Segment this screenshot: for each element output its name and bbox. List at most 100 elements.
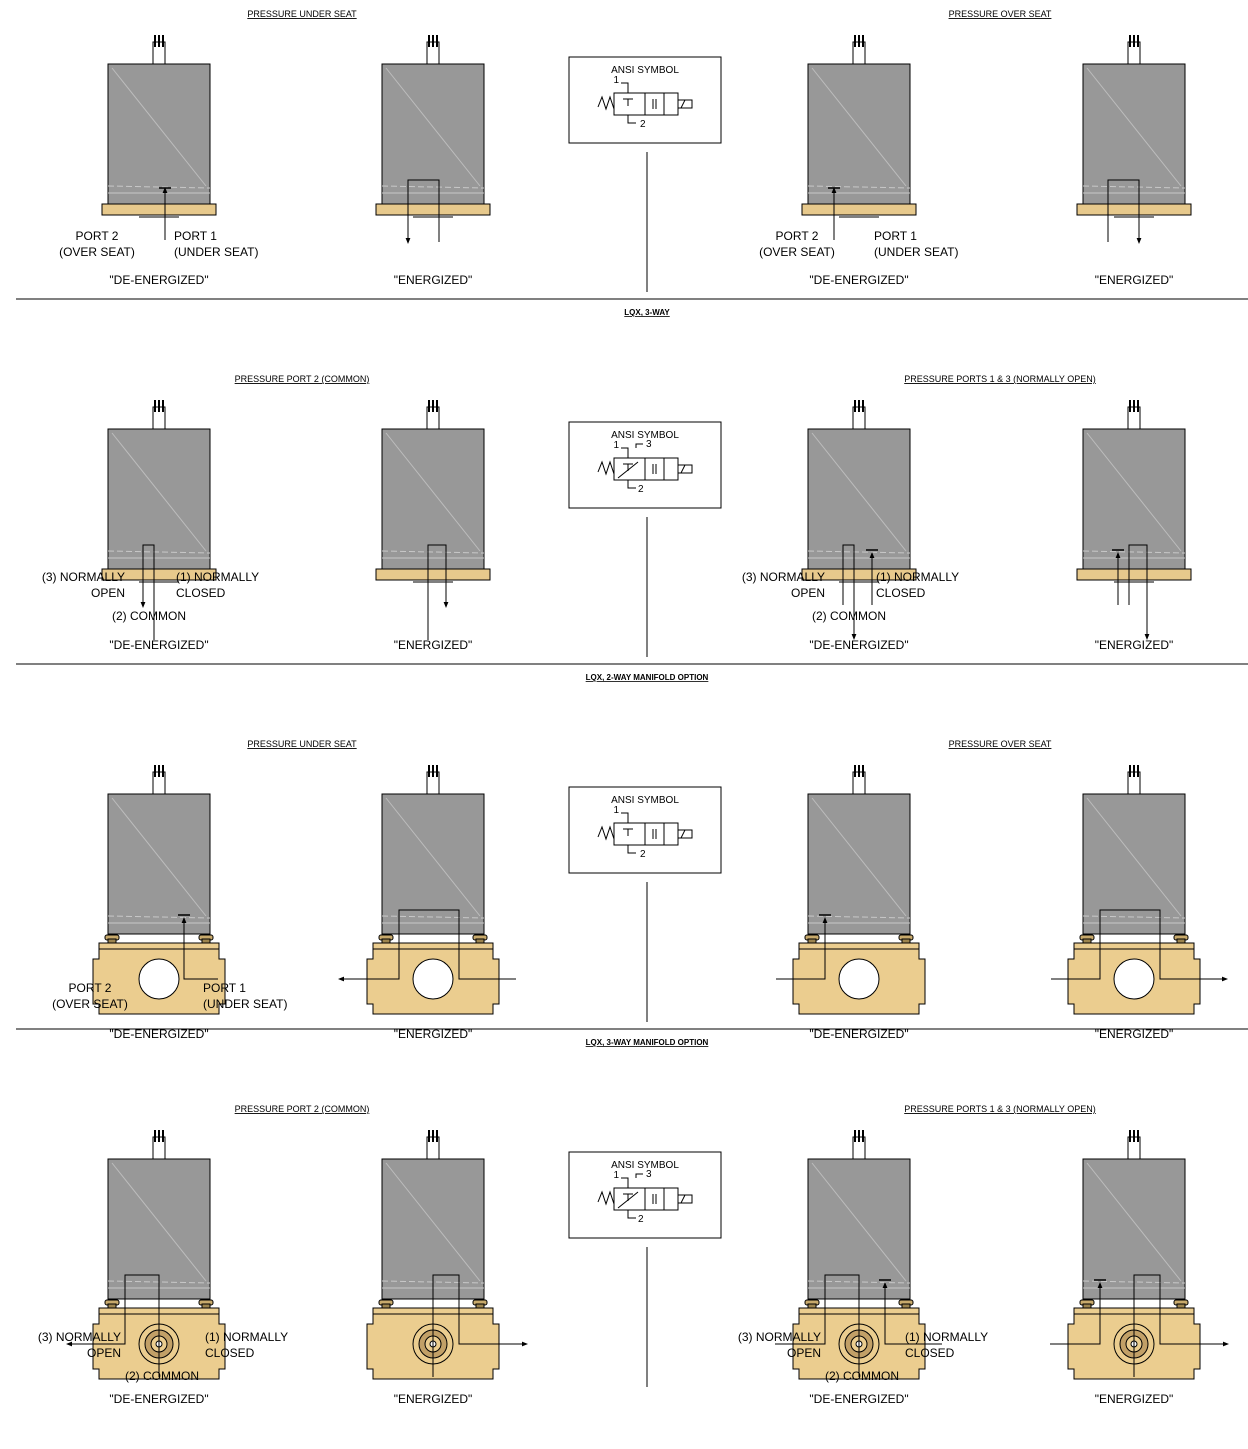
valve-base bbox=[1076, 203, 1192, 216]
flow-arrow bbox=[882, 1282, 942, 1345]
port-label: OPEN bbox=[791, 586, 825, 600]
port-label: (UNDER SEAT) bbox=[174, 245, 258, 259]
manifold-gasket bbox=[98, 942, 220, 950]
pin bbox=[858, 400, 860, 412]
port-label: OPEN bbox=[787, 1346, 821, 1360]
ansi-title: ANSI SYMBOL bbox=[611, 430, 679, 441]
port-label: (1) NORMALLY bbox=[205, 1330, 288, 1344]
coil-housing bbox=[381, 63, 485, 205]
pin bbox=[1129, 765, 1131, 777]
port-line bbox=[621, 82, 629, 93]
ansi-port-number: 1 bbox=[613, 75, 619, 86]
pin bbox=[154, 765, 156, 777]
flow-arrow bbox=[1128, 544, 1150, 640]
section-title: LQX, 3-WAY bbox=[624, 308, 670, 317]
state-label: "DE-ENERGIZED" bbox=[809, 638, 908, 652]
state-label: "ENERGIZED" bbox=[394, 273, 473, 287]
highlight-line bbox=[111, 67, 207, 187]
flow-arrow bbox=[66, 1274, 160, 1377]
valve-4: "ENERGIZED" bbox=[1051, 765, 1228, 1041]
highlight-line bbox=[1086, 1162, 1182, 1282]
seat-line bbox=[1082, 550, 1186, 554]
port-label: PORT 1 bbox=[174, 229, 217, 243]
valve-base bbox=[101, 568, 217, 581]
state-label: "ENERGIZED" bbox=[1095, 273, 1174, 287]
right-condition-label: PRESSURE PORTS 1 & 3 (NORMALLY OPEN) bbox=[904, 1104, 1096, 1114]
highlight-line bbox=[385, 432, 481, 552]
port-label: CLOSED bbox=[205, 1346, 255, 1360]
highlight-line bbox=[385, 67, 481, 187]
port-label: (UNDER SEAT) bbox=[874, 245, 958, 259]
pin bbox=[862, 1130, 864, 1142]
state-label: "ENERGIZED" bbox=[1095, 1027, 1174, 1041]
flow-arrow bbox=[181, 917, 218, 980]
state-label: "DE-ENERGIZED" bbox=[109, 273, 208, 287]
flow-arrow bbox=[1051, 909, 1228, 982]
solenoid-diag bbox=[680, 829, 686, 839]
valve-3: "DE-ENERGIZED" bbox=[801, 35, 917, 287]
highlight-line bbox=[111, 797, 207, 917]
pin bbox=[158, 35, 160, 47]
pin bbox=[436, 765, 438, 777]
pin bbox=[858, 765, 860, 777]
valve-1: "DE-ENERGIZED" bbox=[101, 400, 217, 652]
highlight-line bbox=[111, 432, 207, 552]
state-label: "DE-ENERGIZED" bbox=[109, 1027, 208, 1041]
pin bbox=[154, 35, 156, 47]
valve-envelopes bbox=[613, 822, 679, 846]
state-label: "DE-ENERGIZED" bbox=[809, 1027, 908, 1041]
pin bbox=[1133, 35, 1135, 47]
valve-1: "DE-ENERGIZED" bbox=[101, 35, 217, 287]
right-condition-label: PRESSURE OVER SEAT bbox=[949, 9, 1052, 19]
pin bbox=[158, 400, 160, 412]
valve-3: "DE-ENERGIZED" bbox=[775, 1130, 942, 1406]
left-condition-label: PRESSURE UNDER SEAT bbox=[247, 739, 357, 749]
port-label: (OVER SEAT) bbox=[59, 245, 135, 259]
flow-arrow bbox=[842, 544, 857, 640]
port-line bbox=[635, 443, 643, 448]
flow-arrow bbox=[1050, 1282, 1103, 1345]
connector-pins bbox=[1127, 1130, 1141, 1160]
valve-envelopes bbox=[613, 92, 679, 116]
highlight-line bbox=[385, 797, 481, 917]
highlight-line bbox=[1086, 797, 1182, 917]
spring-symbol bbox=[597, 460, 615, 476]
port-label: PORT 2 bbox=[69, 981, 112, 995]
port-line bbox=[621, 1177, 629, 1188]
pin bbox=[162, 400, 164, 412]
pin bbox=[854, 765, 856, 777]
state-label: "DE-ENERGIZED" bbox=[809, 273, 908, 287]
flow-arrow bbox=[405, 179, 440, 244]
port-label: PORT 2 bbox=[776, 229, 819, 243]
spring-symbol bbox=[597, 825, 615, 841]
valve-2: "ENERGIZED" bbox=[366, 1130, 528, 1406]
state-label: "ENERGIZED" bbox=[394, 1392, 473, 1406]
port-line bbox=[627, 115, 636, 124]
highlight-line bbox=[811, 1162, 907, 1282]
flow-arrow bbox=[775, 1274, 860, 1377]
port-label: PORT 2 bbox=[76, 229, 119, 243]
port-label: (1) NORMALLY bbox=[176, 570, 259, 584]
port-label: (3) NORMALLY bbox=[738, 1330, 821, 1344]
pin bbox=[862, 400, 864, 412]
port-line bbox=[627, 845, 636, 854]
manifold-gasket bbox=[798, 942, 920, 950]
valve-base bbox=[1076, 568, 1192, 581]
coil-housing bbox=[807, 63, 911, 205]
highlight-line bbox=[385, 1162, 481, 1282]
port-label: (3) NORMALLY bbox=[38, 1330, 121, 1344]
flow-arrow bbox=[1107, 179, 1142, 244]
state-label: "DE-ENERGIZED" bbox=[109, 638, 208, 652]
coil-housing bbox=[1082, 793, 1186, 935]
pin bbox=[158, 1130, 160, 1142]
flow-arrow bbox=[776, 917, 828, 980]
manifold-bore bbox=[412, 958, 454, 1000]
pin bbox=[162, 35, 164, 47]
port-line bbox=[621, 447, 629, 458]
valve-envelopes bbox=[613, 1187, 679, 1211]
pin bbox=[862, 35, 864, 47]
port-label: (2) COMMON bbox=[812, 609, 886, 623]
valve-base bbox=[801, 568, 917, 581]
coil-housing bbox=[107, 63, 211, 205]
